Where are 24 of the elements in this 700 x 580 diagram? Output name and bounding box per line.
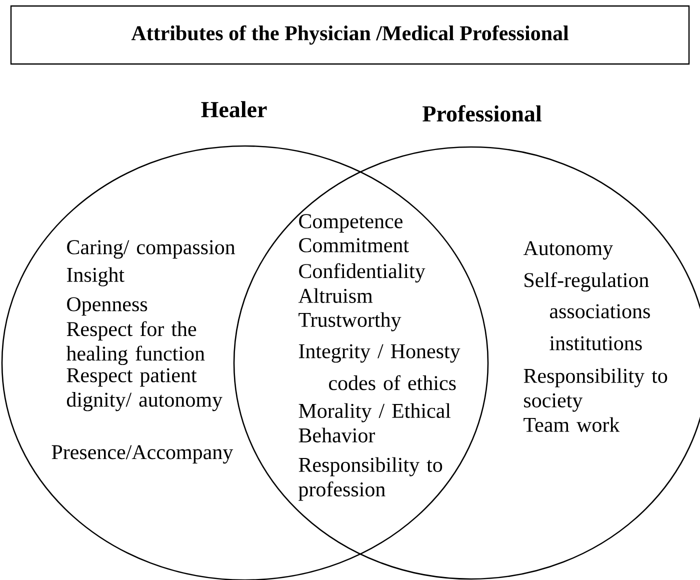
attribute-text: Altruism — [298, 288, 373, 303]
attribute-text: Competence — [299, 214, 402, 233]
attribute-text: Respect patient dignity/ autonomy — [66, 368, 222, 412]
attribute-text: Caring/ compassion — [67, 240, 236, 259]
attribute-text: Responsibility to profession — [298, 457, 442, 501]
attribute-text: Morality / Ethical Behavior — [298, 403, 451, 442]
attribute-text: Presence/Accompany — [52, 445, 234, 464]
attribute-text: Insight — [66, 267, 124, 286]
attribute-text: Openness — [67, 297, 148, 316]
attribute-text: codes of ethics — [329, 375, 456, 390]
attribute-text: Integrity / Honesty — [298, 344, 460, 363]
attribute-text: Self-regulation — [524, 272, 649, 292]
attribute-text: associations — [550, 304, 650, 318]
attribute-text: Team work — [524, 417, 620, 432]
attribute-text: Autonomy — [523, 241, 613, 260]
attribute-text: Confidentiality — [299, 263, 426, 283]
attribute-text: Responsibility to society — [524, 368, 668, 412]
attribute-text: Respect for the healing function — [66, 321, 205, 366]
attribute-text: Trustworthy — [298, 312, 402, 332]
circle-heading: Healer — [201, 101, 267, 118]
attribute-text: Commitment — [299, 238, 409, 252]
title-box: Attributes of the Physician /Medical Professional — [10, 5, 690, 65]
attribute-text: institutions — [550, 336, 642, 350]
circle-heading: Professional — [422, 105, 542, 122]
